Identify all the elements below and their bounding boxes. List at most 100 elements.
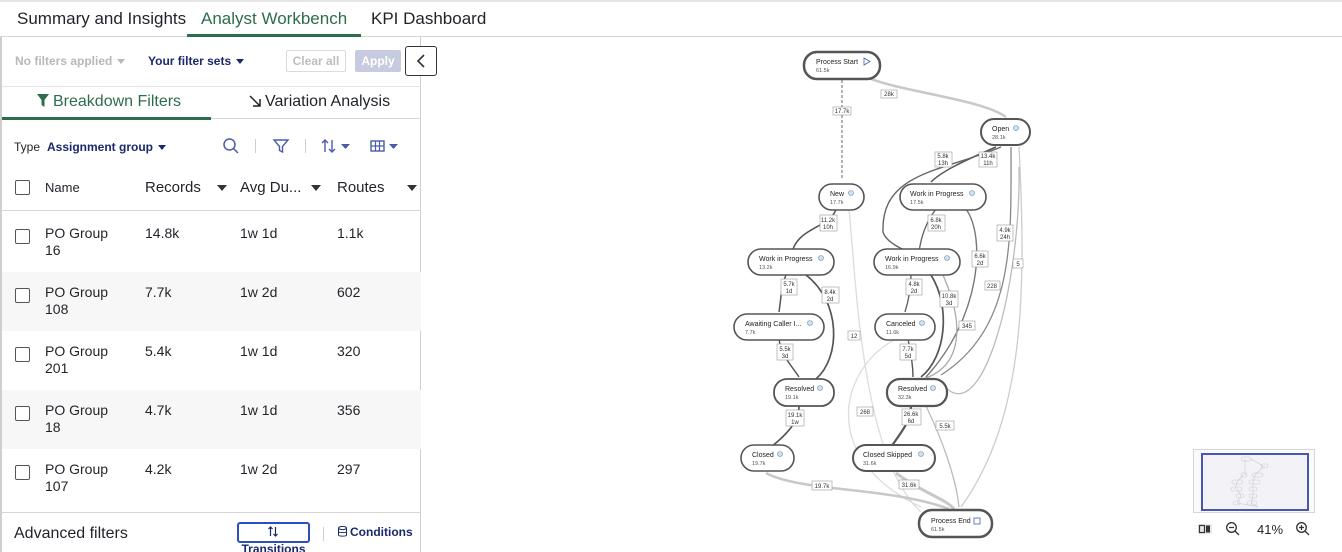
- filter-sets-dropdown[interactable]: Your filter sets: [148, 54, 245, 68]
- node-resolved-left[interactable]: Resolved 19.1k: [773, 378, 835, 407]
- edge-closed-end[interactable]: [765, 471, 950, 511]
- sort-caret-icon[interactable]: [407, 185, 417, 191]
- minimap[interactable]: [1193, 449, 1315, 513]
- type-selector-row: Type Assignment group: [2, 135, 421, 159]
- column-header-routes[interactable]: Routes: [337, 179, 385, 196]
- sort-icon[interactable]: [321, 137, 353, 155]
- node-label: Process End: [931, 518, 971, 525]
- table-columns-icon[interactable]: [369, 137, 401, 155]
- edge-label: 20h: [931, 225, 941, 231]
- node-closed-skipped[interactable]: Closed Skipped 31.6k: [852, 444, 936, 472]
- sort-caret-icon[interactable]: [311, 185, 321, 191]
- edge-wipleft-resolved[interactable]: [805, 274, 835, 380]
- collapse-panel-button[interactable]: [405, 46, 437, 76]
- node-work-in-progress-right[interactable]: Work in Progress 17.5k: [899, 183, 987, 211]
- process-map[interactable]: 17.7k 28k 5.8k 13h 13.4k 11h 11.2k 10h 6…: [421, 37, 1342, 552]
- node-label: Closed: [752, 452, 774, 459]
- minimap-viewport[interactable]: [1201, 453, 1309, 511]
- edge-label: 11h: [983, 161, 993, 167]
- edge-canceled-end[interactable]: [848, 338, 922, 508]
- node-work-in-progress-mid[interactable]: Work in Progress 16.9k: [873, 248, 961, 276]
- edge-label-box: [856, 406, 874, 417]
- row-checkbox[interactable]: [15, 347, 30, 362]
- edge-open-resolved-2[interactable]: [940, 166, 1020, 395]
- column-header-avg-duration[interactable]: Avg Du...: [240, 179, 302, 196]
- node-new[interactable]: New 17.7k: [818, 183, 865, 211]
- fit-view-icon[interactable]: [1197, 521, 1213, 537]
- process-map-canvas[interactable]: 17.7k 28k 5.8k 13h 13.4k 11h 11.2k 10h 6…: [421, 37, 1342, 552]
- edge-label-box: [996, 224, 1014, 242]
- info-dot-icon: [930, 385, 936, 391]
- edge-label: 13.4k: [981, 154, 997, 160]
- edge-label: 2d: [977, 261, 984, 267]
- search-icon[interactable]: [222, 137, 240, 155]
- node-closed[interactable]: Closed 19.7k: [740, 444, 795, 472]
- row-records: 4.7k: [145, 402, 172, 418]
- funnel-icon: [37, 94, 49, 107]
- edge-label: 10h: [823, 225, 833, 231]
- select-all-checkbox[interactable]: [15, 180, 30, 195]
- apply-button[interactable]: Apply: [355, 50, 401, 72]
- node-awaiting-caller[interactable]: Awaiting Caller I... 7.7k: [733, 313, 825, 341]
- row-checkbox[interactable]: [15, 288, 30, 303]
- edge-open-wip[interactable]: [930, 146, 997, 183]
- tab-breakdown-filters[interactable]: Breakdown Filters: [2, 92, 211, 120]
- node-resolved-right[interactable]: Resolved 32.3k: [885, 377, 949, 408]
- edge-label-box: [939, 290, 959, 308]
- row-checkbox[interactable]: [15, 465, 30, 480]
- row-checkbox[interactable]: [15, 406, 30, 421]
- edge-wiprt-resolved[interactable]: [925, 208, 978, 378]
- edge-labels: 17.7k 28k 5.8k 13h 13.4k 11h 11.2k 10h 6…: [776, 89, 1024, 491]
- node-process-end[interactable]: Process End 61.5k: [917, 508, 994, 539]
- row-name-line: PO Group: [45, 284, 109, 300]
- row-checkbox[interactable]: [15, 229, 30, 244]
- info-dot-icon: [969, 190, 975, 196]
- edge-label-box: [780, 278, 798, 296]
- sort-caret-icon[interactable]: [217, 185, 227, 191]
- node-count: 61.5k: [816, 68, 830, 74]
- zoom-in-icon[interactable]: [1295, 521, 1311, 537]
- tab-analyst-workbench[interactable]: Analyst Workbench: [187, 8, 362, 37]
- column-header-name[interactable]: Name: [45, 180, 80, 195]
- row-name-line: PO Group: [45, 402, 109, 418]
- edge-new-wipleft[interactable]: [792, 208, 837, 250]
- edge-closedskipped-end[interactable]: [895, 471, 956, 511]
- clear-all-button[interactable]: Clear all: [286, 50, 346, 72]
- conditions-button[interactable]: Conditions: [338, 525, 413, 539]
- row-records: 4.2k: [145, 461, 172, 477]
- tab-summary-and-insights[interactable]: Summary and Insights: [17, 9, 187, 28]
- node-canceled[interactable]: Canceled 11.6k: [874, 313, 936, 341]
- node-process-start[interactable]: Process Start 61.5k: [802, 50, 882, 81]
- transitions-button[interactable]: Transitions: [237, 522, 310, 552]
- tab-kpi-dashboard[interactable]: KPI Dashboard: [371, 9, 487, 28]
- node-work-in-progress-left[interactable]: Work in Progress 13.2k: [747, 248, 835, 276]
- edge-start-open[interactable]: [865, 75, 1007, 119]
- edge-open-resolved[interactable]: [940, 146, 1012, 376]
- node-open[interactable]: Open 28.1k: [980, 118, 1031, 146]
- edge-open-end[interactable]: [960, 146, 1023, 508]
- edge-label: 2d: [827, 297, 834, 303]
- node-label: New: [830, 191, 845, 198]
- filter-icon[interactable]: [272, 137, 290, 155]
- filters-dropdown[interactable]: No filters applied: [15, 54, 126, 68]
- zoom-out-icon[interactable]: [1225, 521, 1241, 537]
- conditions-label: Conditions: [350, 525, 413, 539]
- info-dot-icon: [944, 255, 950, 261]
- edge-label: 345: [962, 324, 973, 330]
- toolbar-divider: [323, 527, 324, 541]
- edge-label-box: [984, 280, 1001, 291]
- edge-resolvedright-end[interactable]: [925, 405, 960, 508]
- edge-label: 26.6k: [904, 412, 920, 418]
- column-header-records[interactable]: Records: [145, 179, 201, 196]
- type-dropdown[interactable]: Assignment group: [47, 140, 167, 154]
- tab-variation-analysis[interactable]: Variation Analysis: [249, 92, 390, 120]
- edge-open-wipmid[interactable]: [882, 146, 1002, 256]
- edge-wipmid-resolved[interactable]: [920, 274, 945, 378]
